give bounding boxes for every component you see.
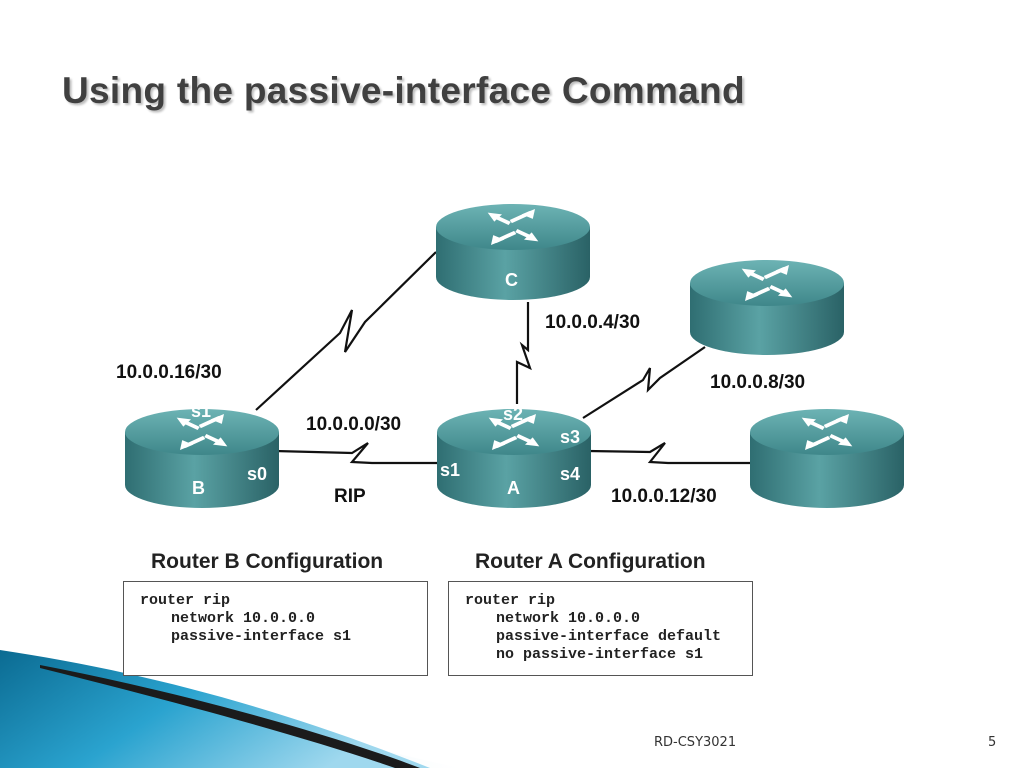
config-line: network 10.0.0.0	[171, 610, 316, 627]
interface-a-s3: s3	[560, 427, 580, 447]
page-number: 5	[988, 735, 997, 750]
router-b-label: B	[192, 478, 205, 498]
router-a-config-title: Router A Configuration	[475, 550, 706, 573]
router-b-config-box: router rip network 10.0.0.0 passive-inte…	[123, 581, 428, 676]
router-b	[125, 409, 279, 508]
link-b-a	[274, 442, 443, 465]
router-a-config-box: router rip network 10.0.0.0 passive-inte…	[448, 581, 753, 676]
link-a-c	[515, 302, 532, 404]
router-right-bottom	[750, 409, 904, 508]
config-line: no passive-interface s1	[496, 646, 704, 663]
network-label-a-top: 10.0.0.8/30	[710, 372, 805, 393]
router-c	[436, 204, 590, 300]
link-b-c	[255, 251, 437, 411]
interface-a-s1: s1	[440, 460, 460, 480]
link-a-bottom	[587, 442, 750, 465]
config-line: network 10.0.0.0	[496, 610, 641, 627]
router-b-config-title: Router B Configuration	[151, 550, 384, 573]
slide-title: Using the passive-interface Command	[62, 70, 745, 111]
footer-text: RD-CSY3021	[654, 735, 737, 750]
config-line: router rip	[465, 592, 556, 609]
router-c-label: C	[505, 270, 518, 290]
router-a-label: A	[507, 478, 520, 498]
link-a-top	[582, 346, 706, 419]
router-right-top	[690, 260, 844, 355]
config-line: router rip	[140, 592, 231, 609]
interface-b-s0: s0	[247, 464, 267, 484]
network-label-b-a: 10.0.0.0/30	[306, 414, 401, 435]
network-label-b-c: 10.0.0.16/30	[116, 362, 222, 383]
interface-a-s2: s2	[503, 404, 523, 424]
interface-a-s4: s4	[560, 464, 580, 484]
config-line: passive-interface s1	[171, 628, 352, 645]
router-a	[437, 409, 591, 508]
protocol-label: RIP	[334, 486, 366, 507]
network-label-a-c: 10.0.0.4/30	[545, 312, 640, 333]
interface-b-s1: s1	[191, 401, 211, 421]
network-label-a-bottom: 10.0.0.12/30	[611, 486, 717, 507]
config-line: passive-interface default	[496, 628, 722, 645]
